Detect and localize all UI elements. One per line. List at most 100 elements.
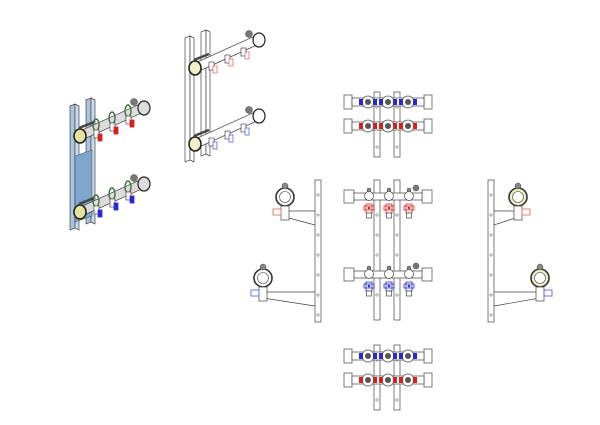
pipe-bore — [512, 191, 524, 203]
air-vent — [514, 182, 522, 190]
end-fitting-left — [343, 189, 355, 204]
rail-hole — [395, 145, 399, 149]
end-fitting-left — [343, 372, 353, 388]
valve-handle — [129, 119, 135, 128]
flow-meter-cap — [366, 187, 372, 193]
valve-handle — [393, 353, 397, 359]
valve-handle — [393, 377, 397, 383]
outlet-end-fitting — [252, 32, 266, 48]
air-vent — [536, 263, 544, 271]
valve-handle — [399, 377, 403, 383]
flow-meter-center — [385, 123, 391, 129]
outlet-fitting — [366, 212, 372, 219]
valve-icon — [383, 281, 395, 297]
end-fitting-left — [343, 267, 355, 282]
pipe-bore — [534, 272, 546, 284]
end-fitting-right — [423, 372, 433, 388]
rail-hole — [316, 273, 320, 277]
flow-meter-center — [365, 99, 371, 105]
flow-meter-center — [365, 377, 371, 383]
rail-bar — [314, 179, 322, 323]
air-vent — [245, 106, 253, 114]
rail-hole — [489, 213, 493, 217]
flow-meter-cap — [406, 187, 412, 193]
manifold-iso — [188, 106, 266, 152]
rail-hole — [375, 398, 379, 402]
flow-meter-center — [385, 353, 391, 359]
end-fitting-right — [421, 267, 433, 282]
valve-handle — [97, 133, 103, 142]
valve-body — [258, 286, 268, 302]
bracket-arm — [78, 196, 95, 206]
rail-hole — [489, 193, 493, 197]
valve-handle — [393, 123, 397, 129]
outlet-port — [364, 191, 374, 201]
valve-handle — [228, 134, 234, 143]
outlet-port — [384, 191, 394, 201]
valve-handle — [359, 377, 363, 383]
manifold-iso — [73, 174, 151, 220]
valve-handle — [373, 377, 377, 383]
manifold-front — [343, 262, 433, 297]
bracket-brace — [284, 216, 316, 226]
valve-handle — [113, 126, 119, 135]
valve-handle — [363, 205, 375, 211]
rail-hole — [316, 213, 320, 217]
valve-body — [280, 205, 290, 221]
rail-hole — [316, 253, 320, 257]
right-side-view — [487, 179, 553, 323]
top-view — [343, 91, 433, 158]
outlet-fitting — [406, 290, 412, 297]
outlet-port — [404, 269, 414, 279]
rail-hole — [489, 233, 493, 237]
flow-meter-cap — [406, 265, 412, 271]
bracket-brace — [493, 297, 541, 307]
flow-meter-cap — [366, 265, 372, 271]
valve-handle — [244, 51, 250, 60]
inlet-fitting — [188, 136, 202, 152]
valve-handle — [379, 353, 383, 359]
valve-icon — [403, 203, 415, 219]
valve-handle — [129, 195, 135, 204]
outlet-fitting — [386, 212, 392, 219]
manifold-iso — [188, 30, 266, 76]
outlet-fitting — [366, 290, 372, 297]
outlet-end-fitting — [137, 176, 151, 192]
rail-hole — [316, 293, 320, 297]
rail-hole — [395, 398, 399, 402]
rail-hole — [489, 253, 493, 257]
outlet-fitting — [386, 290, 392, 297]
valve-handle — [373, 353, 377, 359]
valve-stem — [367, 206, 371, 210]
valve-handle — [250, 289, 260, 297]
valve-stem — [407, 284, 411, 288]
valve-handle — [363, 283, 375, 289]
rail-hole — [375, 145, 379, 149]
valve-handle — [521, 208, 531, 216]
outlet-port — [404, 191, 414, 201]
rail-bar — [373, 179, 381, 321]
flow-meter-center — [385, 377, 391, 383]
outlet-port — [384, 269, 394, 279]
valve-handle — [379, 99, 383, 105]
front-view — [343, 179, 433, 321]
valve-handle — [393, 99, 397, 105]
bottom-view — [343, 344, 433, 411]
valve-handle — [244, 127, 250, 136]
rail-hole — [375, 213, 379, 217]
valve-handle — [212, 65, 218, 74]
flow-meter-center — [405, 377, 411, 383]
valve-icon — [383, 203, 395, 219]
valve-handle — [543, 289, 553, 297]
inlet-fitting — [188, 60, 202, 76]
mounting-rail — [393, 179, 401, 321]
outlet-end-fitting — [137, 100, 151, 116]
left-side-view — [250, 179, 322, 323]
rail-hole — [316, 193, 320, 197]
air-vent — [130, 174, 138, 182]
valve-stem — [407, 206, 411, 210]
valve-handle — [359, 99, 363, 105]
rail-hole — [375, 253, 379, 257]
valve-handle — [379, 123, 383, 129]
